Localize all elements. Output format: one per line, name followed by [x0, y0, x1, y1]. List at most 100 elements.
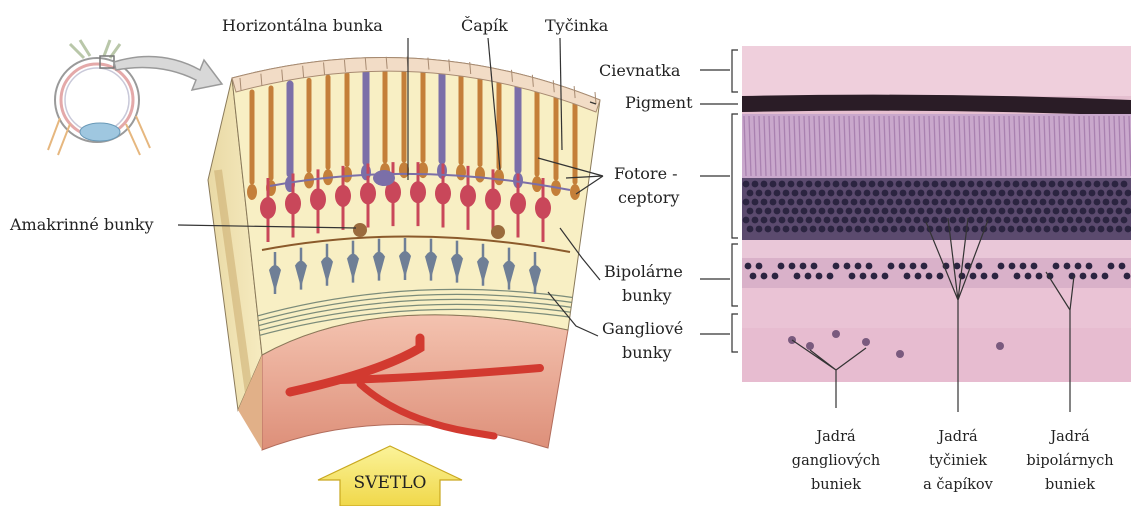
photoreceptors-label-2: ceptory	[618, 188, 679, 207]
nucleus-dot	[819, 226, 826, 233]
nucleus-dot	[1089, 226, 1096, 233]
nucleus-dot	[1013, 181, 1020, 188]
nucleus-dot	[1049, 199, 1056, 206]
nucleus-dot	[998, 263, 1005, 270]
nucleus-dot	[977, 199, 984, 206]
photoreceptor-nucleus	[247, 184, 257, 200]
nucleus-dot	[1067, 181, 1074, 188]
nucleus-dot	[1075, 263, 1082, 270]
nucleus-dot	[855, 190, 862, 197]
nucleus-dot	[918, 190, 925, 197]
nucleus-dot	[792, 208, 799, 215]
nucleus-dot	[797, 199, 804, 206]
nucleus-dot	[1107, 226, 1114, 233]
nucleus-dot	[1112, 217, 1119, 224]
nucleus-dot	[990, 226, 997, 233]
photoreceptor-nucleus	[494, 169, 504, 185]
nucleus-dot	[1013, 199, 1020, 206]
nucleus-dot	[959, 181, 966, 188]
nucleus-dot	[860, 199, 867, 206]
bipolar-cell	[460, 185, 476, 207]
nucleus-dot	[1053, 263, 1060, 270]
nucleus-dot	[1076, 217, 1083, 224]
nucleus-dot	[1098, 208, 1105, 215]
nucleus-dot	[783, 208, 790, 215]
nucleus-dot	[932, 217, 939, 224]
bipolar-label-1: Bipolárne	[604, 262, 683, 281]
nucleus-dot	[1089, 190, 1096, 197]
nucleus-dot	[869, 181, 876, 188]
bipolar-cell	[310, 188, 326, 210]
nucleus-dot	[1121, 199, 1128, 206]
nucleus-dot	[842, 181, 849, 188]
nucleus-dot	[1014, 273, 1021, 280]
nucleus-dot	[810, 208, 817, 215]
nucleus-dot	[860, 181, 867, 188]
nucleus-dot	[936, 208, 943, 215]
nucleus-dot	[873, 208, 880, 215]
nucleus-dot	[1076, 199, 1083, 206]
ganglion-nucleus-dot	[806, 342, 814, 350]
photoreceptor-nucleus	[456, 164, 466, 180]
nucleus-dot	[878, 181, 885, 188]
nucleus-dot	[774, 190, 781, 197]
nucleus-dot	[1102, 273, 1109, 280]
nucleus-dot	[801, 226, 808, 233]
nucleus-dot	[1080, 208, 1087, 215]
nucleus-dot	[1103, 181, 1110, 188]
nucleus-dot	[756, 263, 763, 270]
rod-label: Tyčinka	[545, 16, 609, 35]
nucleus-dot	[743, 217, 750, 224]
ganglion-nucleus-dot	[996, 342, 1004, 350]
nucleus-dot	[1124, 273, 1131, 280]
nucleus-dot	[765, 208, 772, 215]
nucleus-dot	[905, 181, 912, 188]
horizontal-cell-label: Horizontálna bunka	[222, 16, 383, 35]
nucleus-dot	[999, 208, 1006, 215]
nucleus-dot	[846, 208, 853, 215]
nucleus-dot	[959, 199, 966, 206]
nucleus-dot	[788, 181, 795, 188]
nucleus-dot	[1009, 263, 1016, 270]
nucleus-dot	[1035, 226, 1042, 233]
nucleus-dot	[783, 226, 790, 233]
nucleus-dot	[1025, 273, 1032, 280]
nucleus-dot	[1031, 217, 1038, 224]
nucleus-dot	[864, 190, 871, 197]
nucleus-dot	[909, 208, 916, 215]
nucleus-dot	[774, 226, 781, 233]
nucleus-dot	[1091, 273, 1098, 280]
nucleus-dot	[1022, 181, 1029, 188]
nucleus-dot	[945, 208, 952, 215]
nucleus-dot	[873, 190, 880, 197]
nucleus-dot	[990, 190, 997, 197]
nucleus-dot	[959, 273, 966, 280]
nucleus-dot	[864, 208, 871, 215]
nucleus-dot	[963, 208, 970, 215]
nucleus-dot	[999, 190, 1006, 197]
nucleus-dot	[844, 263, 851, 270]
nucleus-dot	[981, 190, 988, 197]
light-label: SVETLO	[354, 473, 427, 493]
nucleus-dot	[1058, 181, 1065, 188]
nucleus-dot	[995, 217, 1002, 224]
nucleus-dot	[873, 226, 880, 233]
nucleus-dot	[986, 181, 993, 188]
nucleus-dot	[882, 208, 889, 215]
nucleus-dot	[1004, 217, 1011, 224]
nucleus-dot	[810, 226, 817, 233]
nucleus-dot	[816, 273, 823, 280]
nucleus-dot	[1071, 190, 1078, 197]
nucleus-dot	[828, 226, 835, 233]
nucleus-dot	[1112, 199, 1119, 206]
nucleus-dot	[968, 217, 975, 224]
pigment-label: Pigment	[625, 93, 693, 112]
nucleus-dot	[945, 190, 952, 197]
nucleus-dot	[819, 208, 826, 215]
ganglion-label-2: bunky	[622, 343, 672, 362]
bipolar-cell	[360, 182, 376, 204]
nucleus-dot	[1044, 208, 1051, 215]
nuclei-ganglion-line1: Jadrá	[814, 429, 856, 445]
nucleus-dot	[789, 263, 796, 270]
nucleus-dot	[1031, 199, 1038, 206]
